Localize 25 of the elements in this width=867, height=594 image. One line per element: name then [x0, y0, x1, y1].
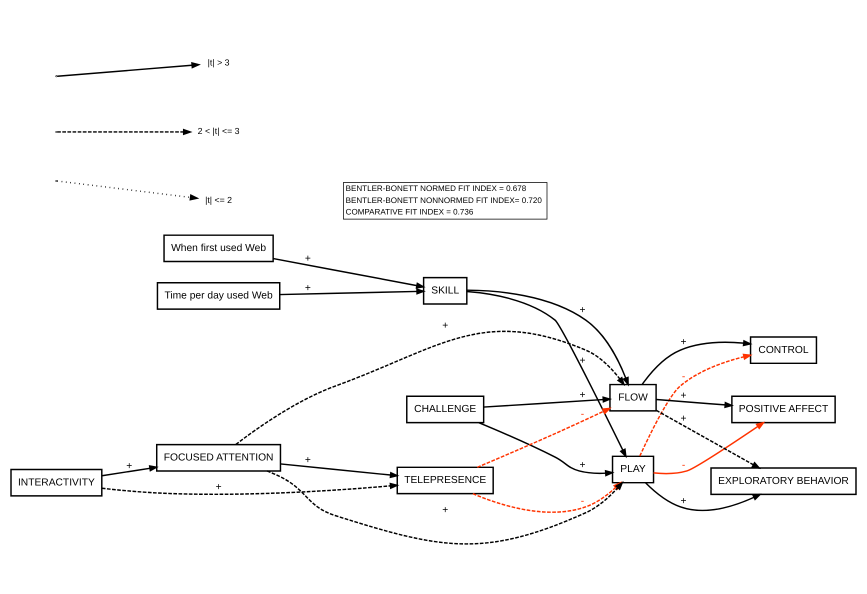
edge-label: +	[442, 504, 448, 516]
edge-label: -	[682, 460, 686, 472]
legend-label: |t| > 3	[208, 57, 230, 68]
edge-label: +	[680, 390, 687, 402]
edge-label: +	[304, 455, 311, 466]
legend-label: |t| <= 2	[205, 195, 232, 206]
edge-label: +	[680, 337, 687, 348]
edge-label: +	[680, 413, 687, 424]
edge-label: +	[304, 282, 311, 294]
edge-label: +	[680, 496, 687, 508]
edge-label: +	[442, 320, 448, 332]
label: BENTLER-BONETT NONNORMED FIT INDEX= 0.720	[346, 196, 542, 205]
edge-label: +	[580, 304, 586, 316]
edge-label: +	[304, 254, 311, 265]
edge-label: -	[580, 496, 584, 508]
edge-label: +	[580, 355, 586, 366]
edge-label: -	[682, 372, 686, 383]
edge-label: -	[580, 408, 584, 420]
edge-label: +	[580, 460, 586, 472]
label: COMPARATIVE FIT INDEX = 0.736	[346, 208, 474, 217]
edge-label: +	[216, 482, 222, 494]
edge-label: +	[580, 390, 586, 401]
label: BENTLER-BONETT NORMED FIT INDEX = 0.678	[346, 184, 526, 194]
legend-label: 2 < |t| <= 3	[198, 126, 240, 136]
edge-label: +	[126, 460, 132, 472]
